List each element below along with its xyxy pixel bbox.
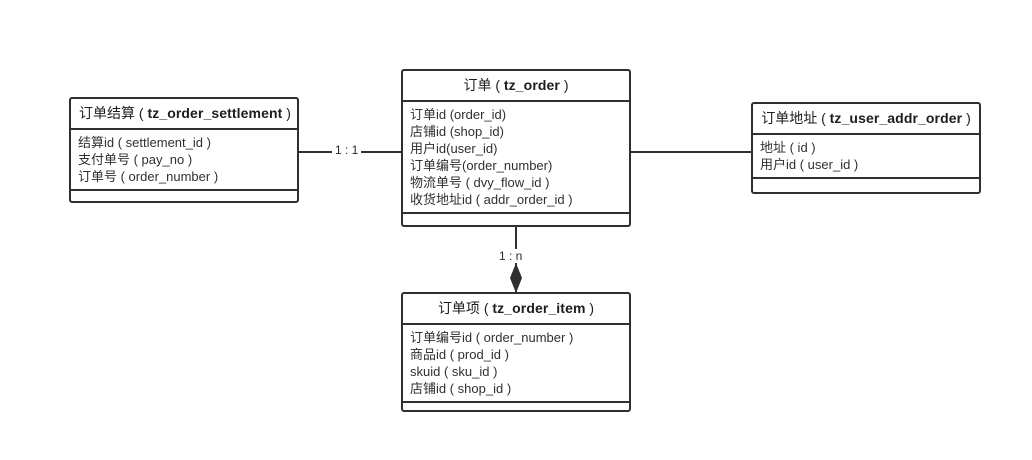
entity-attributes-tz-user-addr-order: 地址 ( id ) 用户id ( user_id )	[753, 135, 979, 179]
entity-tz-order-settlement[interactable]: 订单结算 ( tz_order_settlement ) 结算id ( sett…	[69, 97, 299, 203]
entity-cn-name: 订单地址	[761, 110, 818, 126]
entity-cn-name: 订单项	[437, 300, 480, 316]
entity-attributes-tz-order-settlement: 结算id ( settlement_id ) 支付单号 ( pay_no ) 订…	[71, 130, 297, 191]
entity-table-name: tz_order	[503, 77, 560, 93]
entity-methods-tz-order	[403, 214, 629, 236]
entity-methods-tz-order-item	[403, 403, 629, 425]
attribute-row: 收货地址id ( addr_order_id )	[410, 192, 573, 207]
entity-cn-name: 订单	[463, 77, 492, 93]
entity-table-name: tz_user_addr_order	[829, 110, 963, 126]
entity-header-tz-order: 订单 ( tz_order )	[403, 71, 629, 102]
entity-table-name: tz_order_item	[492, 300, 586, 316]
paren-open: (	[491, 77, 504, 93]
entity-cn-name: 订单结算	[79, 105, 135, 121]
paren-close: )	[282, 105, 291, 121]
entity-table-name: tz_order_settlement	[147, 105, 283, 121]
entity-methods-tz-user-addr-order	[753, 179, 979, 201]
attribute-row: 店铺id (shop_id)	[410, 124, 504, 139]
entity-header-tz-order-settlement: 订单结算 ( tz_order_settlement )	[71, 99, 297, 130]
entity-header-tz-order-item: 订单项 ( tz_order_item )	[403, 294, 629, 325]
entity-tz-order[interactable]: 订单 ( tz_order ) 订单id (order_id) 店铺id (sh…	[401, 69, 631, 227]
attribute-row: 用户id ( user_id )	[760, 157, 859, 172]
paren-close: )	[559, 77, 569, 93]
entity-tz-order-item[interactable]: 订单项 ( tz_order_item ) 订单编号id ( order_num…	[401, 292, 631, 412]
attribute-row: 订单id (order_id)	[410, 107, 507, 122]
attribute-row: 支付单号 ( pay_no )	[78, 152, 193, 167]
paren-open: (	[479, 300, 493, 316]
connector-order-address	[631, 151, 751, 153]
paren-close: )	[962, 110, 971, 126]
attribute-row: 用户id(user_id)	[410, 141, 498, 156]
attribute-row: 商品id ( prod_id )	[410, 347, 509, 362]
filled-diamond-marker	[510, 263, 522, 293]
attribute-row: 结算id ( settlement_id )	[78, 135, 211, 150]
attribute-row: 订单编号(order_number)	[410, 158, 553, 173]
attribute-row: 物流单号 ( dvy_flow_id )	[410, 175, 550, 190]
attribute-row: 地址 ( id )	[760, 140, 816, 155]
entity-attributes-tz-order-item: 订单编号id ( order_number ) 商品id ( prod_id )…	[403, 325, 629, 403]
attribute-row: 店铺id ( shop_id )	[410, 381, 512, 396]
entity-attributes-tz-order: 订单id (order_id) 店铺id (shop_id) 用户id(user…	[403, 102, 629, 214]
attribute-row: 订单号 ( order_number )	[78, 169, 219, 184]
relationship-label-order-item: 1 : n	[496, 249, 526, 263]
relationship-label-settlement-order: 1 : 1	[332, 143, 362, 157]
attribute-row: skuid ( sku_id )	[410, 364, 498, 379]
paren-close: )	[585, 300, 595, 316]
paren-open: (	[817, 110, 830, 126]
entity-tz-user-addr-order[interactable]: 订单地址 ( tz_user_addr_order ) 地址 ( id ) 用户…	[751, 102, 981, 194]
entity-methods-tz-order-settlement	[71, 191, 297, 213]
paren-open: (	[135, 105, 148, 121]
entity-header-tz-user-addr-order: 订单地址 ( tz_user_addr_order )	[753, 104, 979, 135]
attribute-row: 订单编号id ( order_number )	[410, 330, 574, 345]
